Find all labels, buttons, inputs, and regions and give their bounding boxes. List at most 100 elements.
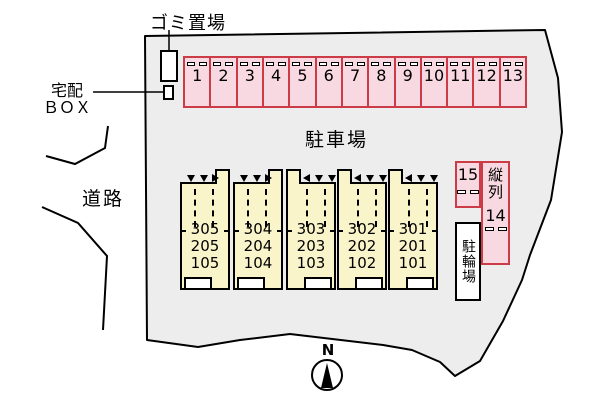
parking-space-number: 9 <box>402 66 413 85</box>
entrance-notch <box>237 277 265 290</box>
entrance-notch <box>304 277 332 290</box>
stall-divider <box>212 189 214 227</box>
parking-space-8: 8 <box>367 58 393 106</box>
parking-space-number: 2 <box>218 66 229 85</box>
parking-space-10: 10 <box>419 58 446 106</box>
stall-divider <box>306 189 308 227</box>
north-label: N <box>321 341 335 359</box>
entrance-arrow-icon <box>187 175 195 182</box>
room-numbers: 305 205 105 <box>182 221 228 272</box>
parking-space-number: 15 <box>457 165 479 184</box>
wheel-stop-marks <box>345 62 366 66</box>
wheel-stop-marks <box>476 62 497 66</box>
boundary-dash <box>234 230 239 232</box>
boundary-dash <box>381 230 386 232</box>
wheel-stop-marks <box>484 227 507 231</box>
entrance-notch <box>184 277 212 290</box>
boundary-dash <box>181 230 186 232</box>
room-numbers: 301 201 101 <box>390 221 436 272</box>
entrance-arrow-icon <box>303 174 310 182</box>
parking-space-4: 4 <box>261 58 288 106</box>
parking-space-number: 12 <box>476 66 497 85</box>
stairwell <box>337 169 352 184</box>
parking-space-number: 5 <box>297 66 308 85</box>
parking-row: 1 2 3 4 5 6 7 8 9 10 11 12 13 <box>183 56 527 108</box>
room-numbers: 302 202 102 <box>339 221 385 272</box>
boundary-dash <box>224 230 229 232</box>
room-number: 301 <box>398 220 428 238</box>
room-number: 303 <box>296 220 326 238</box>
road-edge-line-upper <box>45 125 109 166</box>
parking-space-9: 9 <box>393 58 420 106</box>
parking-space-15: 15 <box>455 161 481 208</box>
parking-space-number: 8 <box>376 66 387 85</box>
room-number: 203 <box>296 237 326 255</box>
room-numbers: 304 204 104 <box>235 221 281 272</box>
room-number: 103 <box>296 254 326 272</box>
entrance-arrow-icon <box>405 174 412 182</box>
road-edge-line-lower <box>41 206 109 331</box>
entrance-arrow-icon <box>240 175 248 182</box>
bicycle-parking-label: 駐輪場 <box>460 239 476 284</box>
room-number: 302 <box>347 220 377 238</box>
entrance-arrow-icon <box>253 175 261 182</box>
boundary-dash <box>338 230 343 232</box>
building-unit-4: 302 202 102 <box>337 169 387 290</box>
room-number: 202 <box>347 237 377 255</box>
parking-space-number: 14 <box>485 206 506 225</box>
compass-needle-icon <box>321 363 333 388</box>
building-unit-1: 305 205 105 <box>180 169 230 290</box>
room-numbers: 303 203 103 <box>288 221 334 272</box>
parking-space-13: 13 <box>498 58 525 106</box>
bicycle-parking-box: 駐輪場 <box>455 222 481 301</box>
stall-divider <box>265 189 267 227</box>
room-number: 105 <box>190 254 220 272</box>
boundary-dash <box>389 230 394 232</box>
garbage-storage-box <box>160 50 178 82</box>
entrance-arrow-icon <box>315 175 323 182</box>
parking-space-6: 6 <box>314 58 341 106</box>
garbage-area-label: ゴミ置場 <box>150 13 226 34</box>
stall-divider <box>194 189 196 227</box>
delivery-box-label: 宅配 ＢＯＸ <box>38 82 96 116</box>
parking-space-number: 6 <box>323 66 334 85</box>
parking-space-12: 12 <box>472 58 498 106</box>
boundary-dash <box>277 230 282 232</box>
building-unit-3: 303 203 103 <box>286 169 336 290</box>
parking-space-2: 2 <box>209 58 235 106</box>
parking-space-3: 3 <box>235 58 262 106</box>
room-number: 201 <box>398 237 428 255</box>
stairwell <box>286 169 301 184</box>
entrance-notch <box>406 277 434 290</box>
stall-divider <box>408 189 410 227</box>
wheel-stop-marks <box>292 62 313 66</box>
wheel-stop-marks <box>423 62 444 66</box>
stall-divider <box>357 189 359 227</box>
parking-space-11: 11 <box>446 58 472 106</box>
parking-lot-label: 駐車場 <box>305 129 369 151</box>
wheel-stop-marks <box>213 62 234 66</box>
delivery-box-label-line1: 宅配 <box>50 81 83 100</box>
parking-space-number: 7 <box>349 66 361 85</box>
wheel-stop-marks <box>457 190 479 194</box>
boundary-dash <box>287 230 292 232</box>
stall-divider <box>426 189 428 227</box>
wheel-stop-marks <box>318 62 339 66</box>
wheel-stop-marks <box>266 62 287 66</box>
entrance-arrow-icon <box>200 175 208 182</box>
parking-space-number: 13 <box>502 66 524 85</box>
road-label: 道路 <box>82 188 125 210</box>
parking-space-number: 1 <box>192 66 203 85</box>
stall-divider <box>324 189 326 227</box>
parking-space-number: 11 <box>450 66 471 85</box>
wheel-stop-marks <box>502 62 523 66</box>
tandem-parking-space: 縦列 14 <box>481 161 510 265</box>
entrance-arrow-icon <box>366 175 374 182</box>
entrance-notch <box>355 277 383 290</box>
room-number: 101 <box>398 254 428 272</box>
wheel-stop-marks <box>239 62 260 66</box>
room-number: 204 <box>243 237 273 255</box>
stall-divider <box>247 189 249 227</box>
room-number: 104 <box>243 254 273 272</box>
